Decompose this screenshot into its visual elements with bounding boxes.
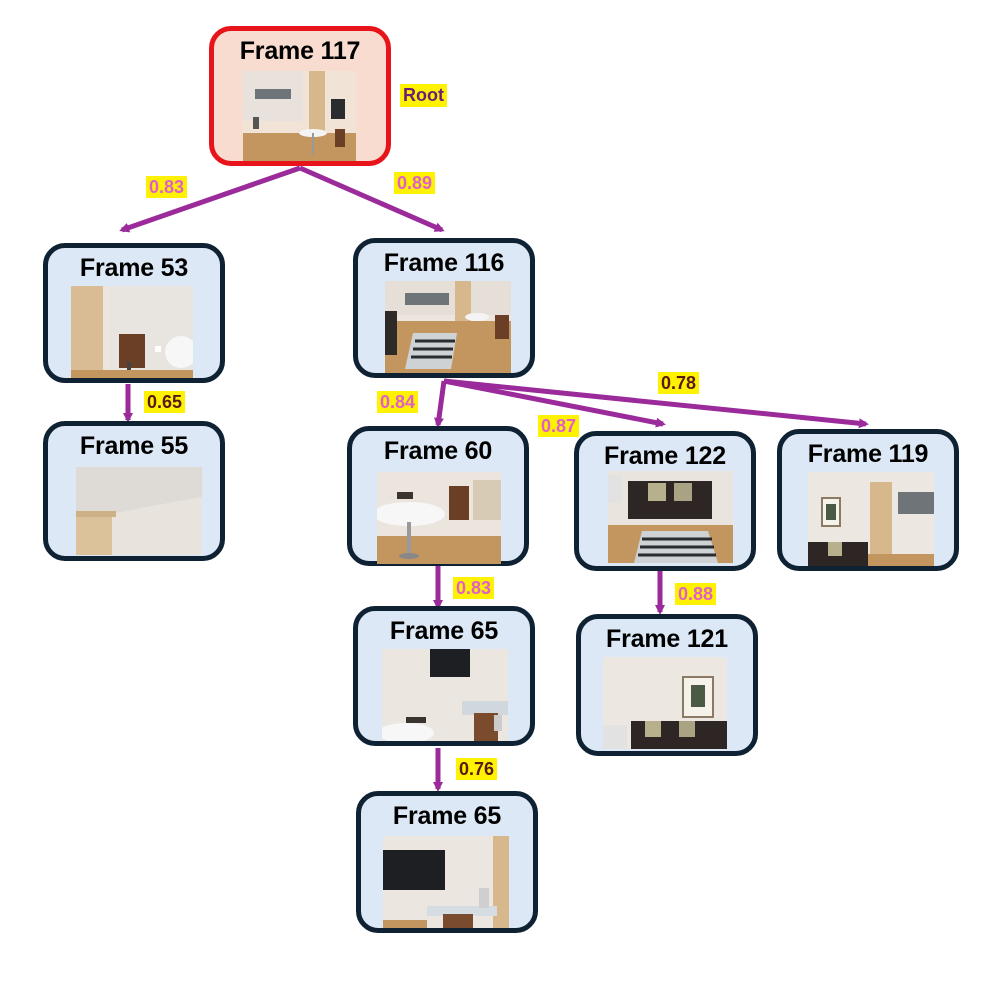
edge-weight-label: 0.88: [675, 583, 717, 605]
node-frame-121[interactable]: Frame 121: [576, 614, 758, 756]
node-frame-117[interactable]: Frame 117: [209, 26, 391, 166]
edge-weight-label: 0.83: [146, 176, 188, 198]
node-title: Frame 119: [807, 440, 929, 468]
node-title: Frame 53: [79, 254, 189, 282]
node-frame-55[interactable]: Frame 55: [43, 421, 225, 561]
edge-weight-label: 0.89: [394, 172, 436, 194]
node-title: Frame 121: [606, 625, 728, 653]
edge-116-122: [443, 378, 666, 428]
edge-116-60: [433, 380, 447, 428]
frame-thumbnail: [808, 472, 934, 566]
edge-117-53: [119, 165, 301, 233]
edge-117-116: [298, 165, 445, 233]
edge-116-119: [443, 378, 869, 429]
frame-thumbnail: [377, 472, 501, 564]
node-title: Frame 117: [239, 37, 361, 65]
edge-weight-label: 0.76: [456, 758, 498, 780]
frame-thumbnail: [385, 281, 511, 373]
edge-weight-label: 0.84: [377, 391, 419, 413]
node-frame-53[interactable]: Frame 53: [43, 243, 225, 383]
node-frame-122[interactable]: Frame 122: [574, 431, 756, 571]
node-frame-65-b[interactable]: Frame 65: [356, 791, 538, 933]
node-frame-116[interactable]: Frame 116: [353, 238, 535, 378]
root-tag: Root: [400, 84, 447, 107]
node-title: Frame 116: [383, 249, 505, 277]
node-title: Frame 65: [389, 617, 499, 645]
frame-thumbnail: [243, 71, 356, 161]
node-title: Frame 65: [392, 802, 502, 830]
frame-thumbnail: [382, 649, 508, 741]
node-title: Frame 122: [604, 442, 726, 470]
frame-thumbnail: [76, 467, 202, 555]
edge-weight-label: 0.87: [538, 415, 580, 437]
frame-thumbnail: [603, 657, 727, 749]
node-frame-60[interactable]: Frame 60: [347, 426, 529, 566]
edge-weight-label: 0.78: [658, 372, 700, 394]
frame-thumbnail: [383, 836, 509, 928]
node-frame-65-a[interactable]: Frame 65: [353, 606, 535, 746]
frame-thumbnail: [608, 471, 733, 563]
node-title: Frame 55: [79, 432, 189, 460]
edge-weight-label: 0.83: [453, 577, 495, 599]
edge-weight-label: 0.65: [144, 391, 186, 413]
frame-thumbnail: [71, 286, 193, 378]
node-frame-119[interactable]: Frame 119: [777, 429, 959, 571]
node-title: Frame 60: [383, 437, 493, 465]
